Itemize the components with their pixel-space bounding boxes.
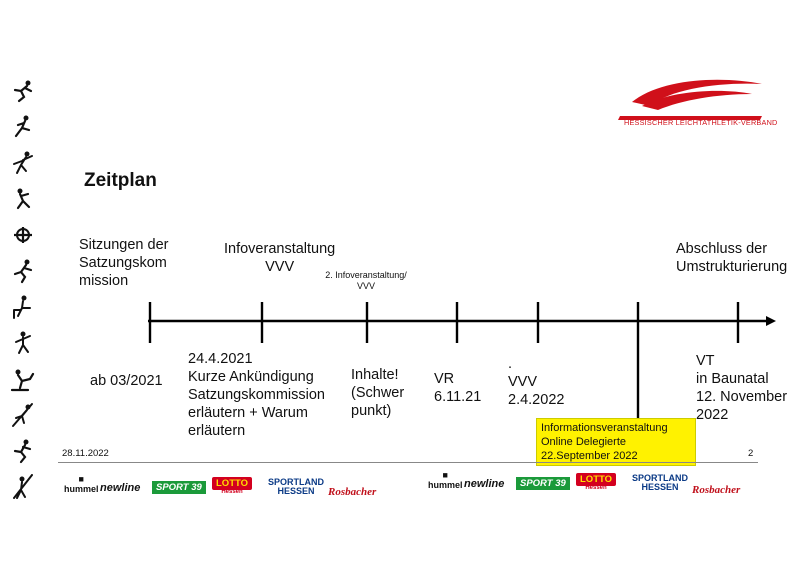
page-title: Zeitplan [84, 170, 157, 191]
sponsor-hummel: ■ hummel [428, 470, 463, 490]
label-infoveranstaltung: Infoveranstaltung VVV [224, 241, 336, 275]
sprinter-icon [10, 258, 36, 284]
athlete-pictogram-sidebar [0, 70, 50, 510]
timeline-arrow [766, 316, 776, 326]
label-24-4-2021: 24.4.2021 Kurze Ankündigung Satzungskomm… [188, 351, 325, 439]
label-ab-03-2021: ab 03/2021 [90, 373, 163, 389]
hurdler-icon [10, 294, 36, 320]
hurdle-icon [10, 114, 36, 140]
sponsor-sport: SPORT 39 [516, 477, 570, 490]
runner-icon [10, 438, 36, 464]
info-highlight-box: Informationsveranstaltung Online Delegie… [536, 418, 696, 466]
thrower-icon [10, 330, 36, 356]
hummel-bee-icon: ■ [78, 474, 84, 484]
sponsor-rosbacher: Rosbacher [328, 486, 377, 498]
vaulter-icon [10, 474, 36, 500]
label-2-infoveranstaltung: 2. Infoveranstaltung/ VVV [325, 270, 407, 291]
sponsor-sportland: SPORTLAND HESSEN [268, 477, 324, 496]
sponsor-hummel: ■ hummel [64, 474, 99, 494]
sponsor-lotto: LOTTO Hessen [576, 473, 617, 491]
label-vvv-2022: . VVV 2.4.2022 [508, 356, 565, 408]
javelin-icon [10, 150, 36, 176]
label-vt-baunatal: VT in Baunatal 12. November 2022 [696, 353, 788, 423]
page-number: 2 [748, 448, 754, 459]
high-jump-icon [10, 366, 36, 392]
discus-icon [10, 222, 36, 248]
hlv-logo-text: HESSISCHER LEICHTATHLETIK-VERBAND [624, 118, 778, 127]
sponsor-sportland: SPORTLAND HESSEN [632, 473, 688, 492]
label-sitzungen: Sitzungen der Satzungskom mission [79, 237, 169, 289]
footer-divider [58, 462, 758, 463]
label-abschluss: Abschluss der Umstrukturierung [676, 241, 788, 275]
pole-vault-icon [10, 402, 36, 428]
long-jump-icon [10, 78, 36, 104]
sponsor-rosbacher: Rosbacher [692, 484, 741, 496]
hlv-logo-icon [612, 76, 772, 136]
label-vr: VR 6.11.21 [434, 371, 482, 405]
shot-put-icon [10, 186, 36, 212]
label-inhalte: Inhalte! (Schwer punkt) [351, 367, 405, 419]
sponsor-sport: SPORT 39 [152, 481, 206, 494]
footer-date: 28.11.2022 [62, 448, 109, 459]
sponsor-newline: newline [464, 478, 505, 490]
hummel-bee-icon: ■ [442, 470, 448, 480]
sponsor-lotto: LOTTO Hessen [212, 477, 253, 495]
sponsor-newline: newline [100, 482, 141, 494]
